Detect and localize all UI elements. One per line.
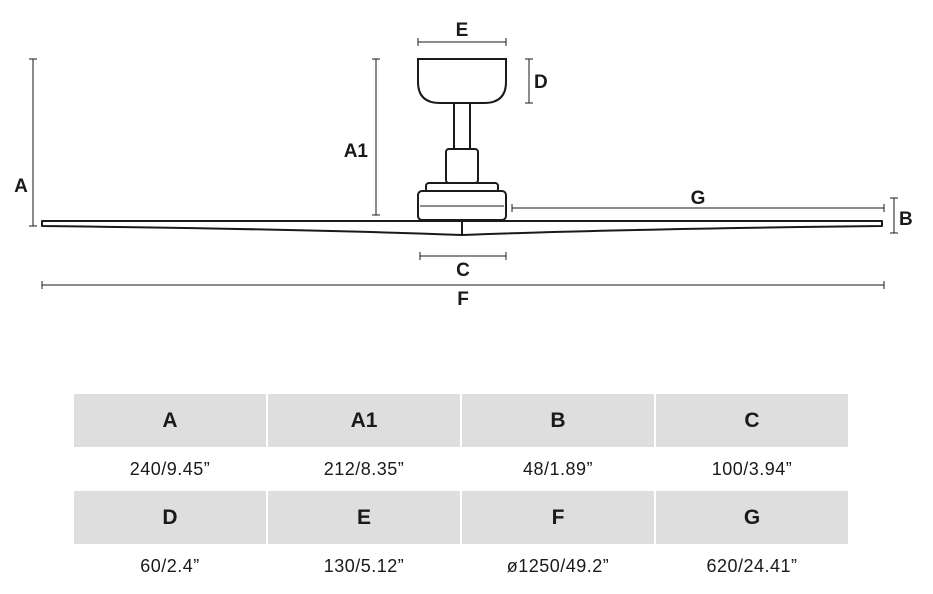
header-cell-f: F	[462, 491, 654, 544]
label-c: C	[456, 260, 470, 281]
table-value-row: 240/9.45” 212/8.35” 48/1.89” 100/3.94”	[74, 447, 849, 491]
label-d: D	[534, 72, 548, 93]
label-b: B	[899, 209, 913, 230]
dimension-c: C	[419, 252, 507, 281]
dimension-b: B	[890, 197, 913, 234]
value-cell-b: 48/1.89”	[522, 458, 594, 479]
header-cell-d: D	[74, 491, 266, 544]
label-a1: A1	[344, 141, 369, 162]
dimensions-table: A A1 B C 240/9.45” 212/8.35” 48/1.89” 10…	[74, 394, 849, 588]
fan-blade-left	[41, 220, 463, 236]
dimension-a: A	[14, 58, 37, 227]
fan-blade-right	[461, 220, 883, 236]
table-value-row: 60/2.4” 130/5.12” ø1250/49.2” 620/24.41”	[74, 544, 849, 588]
header-cell-g: G	[656, 491, 848, 544]
table-header-row: D E F G	[74, 491, 849, 544]
dimension-g: G	[511, 188, 885, 212]
dimension-e: E	[417, 20, 507, 46]
label-e: E	[456, 20, 469, 41]
fan-dimension-diagram: E D A1 A G B C	[14, 20, 913, 310]
value-cell-a: 240/9.45”	[129, 458, 211, 479]
header-cell-a: A	[74, 394, 266, 447]
label-g: G	[691, 188, 706, 209]
canopy	[417, 58, 507, 104]
value-cell-g: 620/24.41”	[706, 555, 798, 576]
value-cell-d: 60/2.4”	[140, 555, 200, 576]
rod-coupler	[445, 148, 479, 184]
dimension-f: F	[41, 281, 885, 310]
label-a: A	[14, 176, 28, 197]
header-cell-c: C	[656, 394, 848, 447]
header-cell-b: B	[462, 394, 654, 447]
value-cell-a1: 212/8.35”	[323, 458, 405, 479]
table-header-row: A A1 B C	[74, 394, 849, 447]
label-f: F	[457, 289, 469, 310]
dimension-d: D	[525, 58, 548, 104]
dimension-a1: A1	[344, 58, 380, 216]
header-cell-e: E	[268, 491, 460, 544]
downrod	[453, 102, 471, 150]
header-cell-a1: A1	[268, 394, 460, 447]
value-cell-f: ø1250/49.2”	[506, 555, 610, 576]
value-cell-c: 100/3.94”	[711, 458, 793, 479]
value-cell-e: 130/5.12”	[323, 555, 405, 576]
